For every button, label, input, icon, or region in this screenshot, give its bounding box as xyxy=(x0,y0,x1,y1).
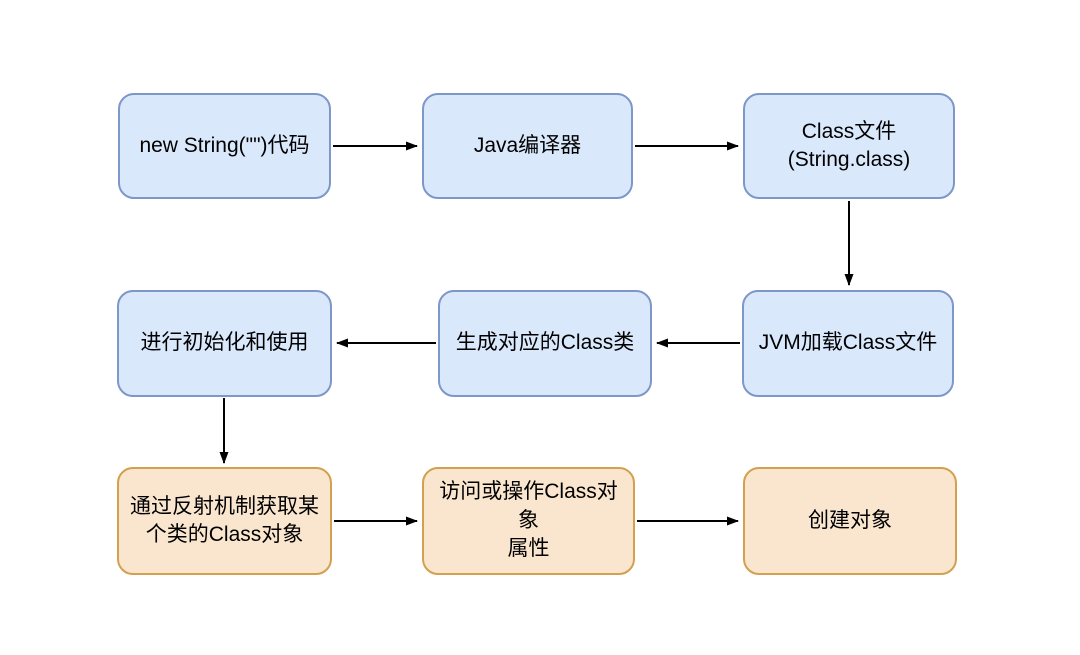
node-init-and-use: 进行初始化和使用 xyxy=(117,290,332,397)
node-label: new String("")代码 xyxy=(139,133,310,157)
node-label: 通过反射机制获取某 个类的Class对象 xyxy=(130,494,319,546)
node-reflection-get: 通过反射机制获取某 个类的Class对象 xyxy=(117,467,332,575)
node-label: 生成对应的Class类 xyxy=(455,331,635,355)
node-label: 进行初始化和使用 xyxy=(140,331,309,355)
node-label: 创建对象 xyxy=(808,508,892,532)
node-label: JVM加载Class文件 xyxy=(758,331,938,355)
node-jvm-load-class: JVM加载Class文件 xyxy=(742,290,954,397)
node-generate-class: 生成对应的Class类 xyxy=(438,290,652,397)
node-new-string-code: new String("")代码 xyxy=(118,93,331,199)
node-create-object: 创建对象 xyxy=(743,467,957,575)
node-label: 访问或操作Class对象 属性 xyxy=(439,480,618,561)
node-class-file: Class文件 (String.class) xyxy=(743,93,955,199)
node-label: Java编译器 xyxy=(473,133,582,157)
node-access-attrs: 访问或操作Class对象 属性 xyxy=(422,467,635,575)
node-java-compiler: Java编译器 xyxy=(422,93,633,199)
node-label: Class文件 (String.class) xyxy=(787,119,911,171)
